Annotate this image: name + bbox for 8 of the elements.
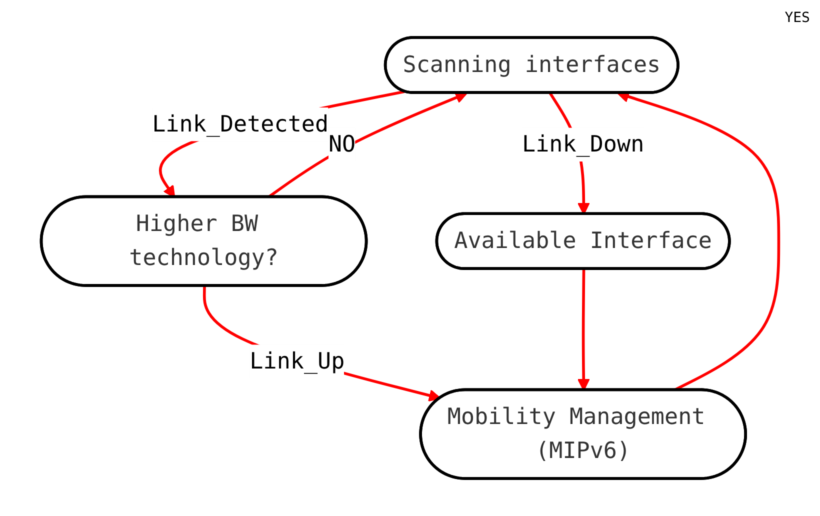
edge-label: Link_Detected <box>152 110 329 138</box>
arrow <box>202 286 441 402</box>
edge-label: NO <box>328 130 356 158</box>
branch-label: YES <box>784 10 810 26</box>
edge-label: Link_Down <box>522 130 644 158</box>
arrow <box>159 90 405 198</box>
edge-label: Link_Up <box>250 347 345 374</box>
arrow <box>577 269 590 391</box>
